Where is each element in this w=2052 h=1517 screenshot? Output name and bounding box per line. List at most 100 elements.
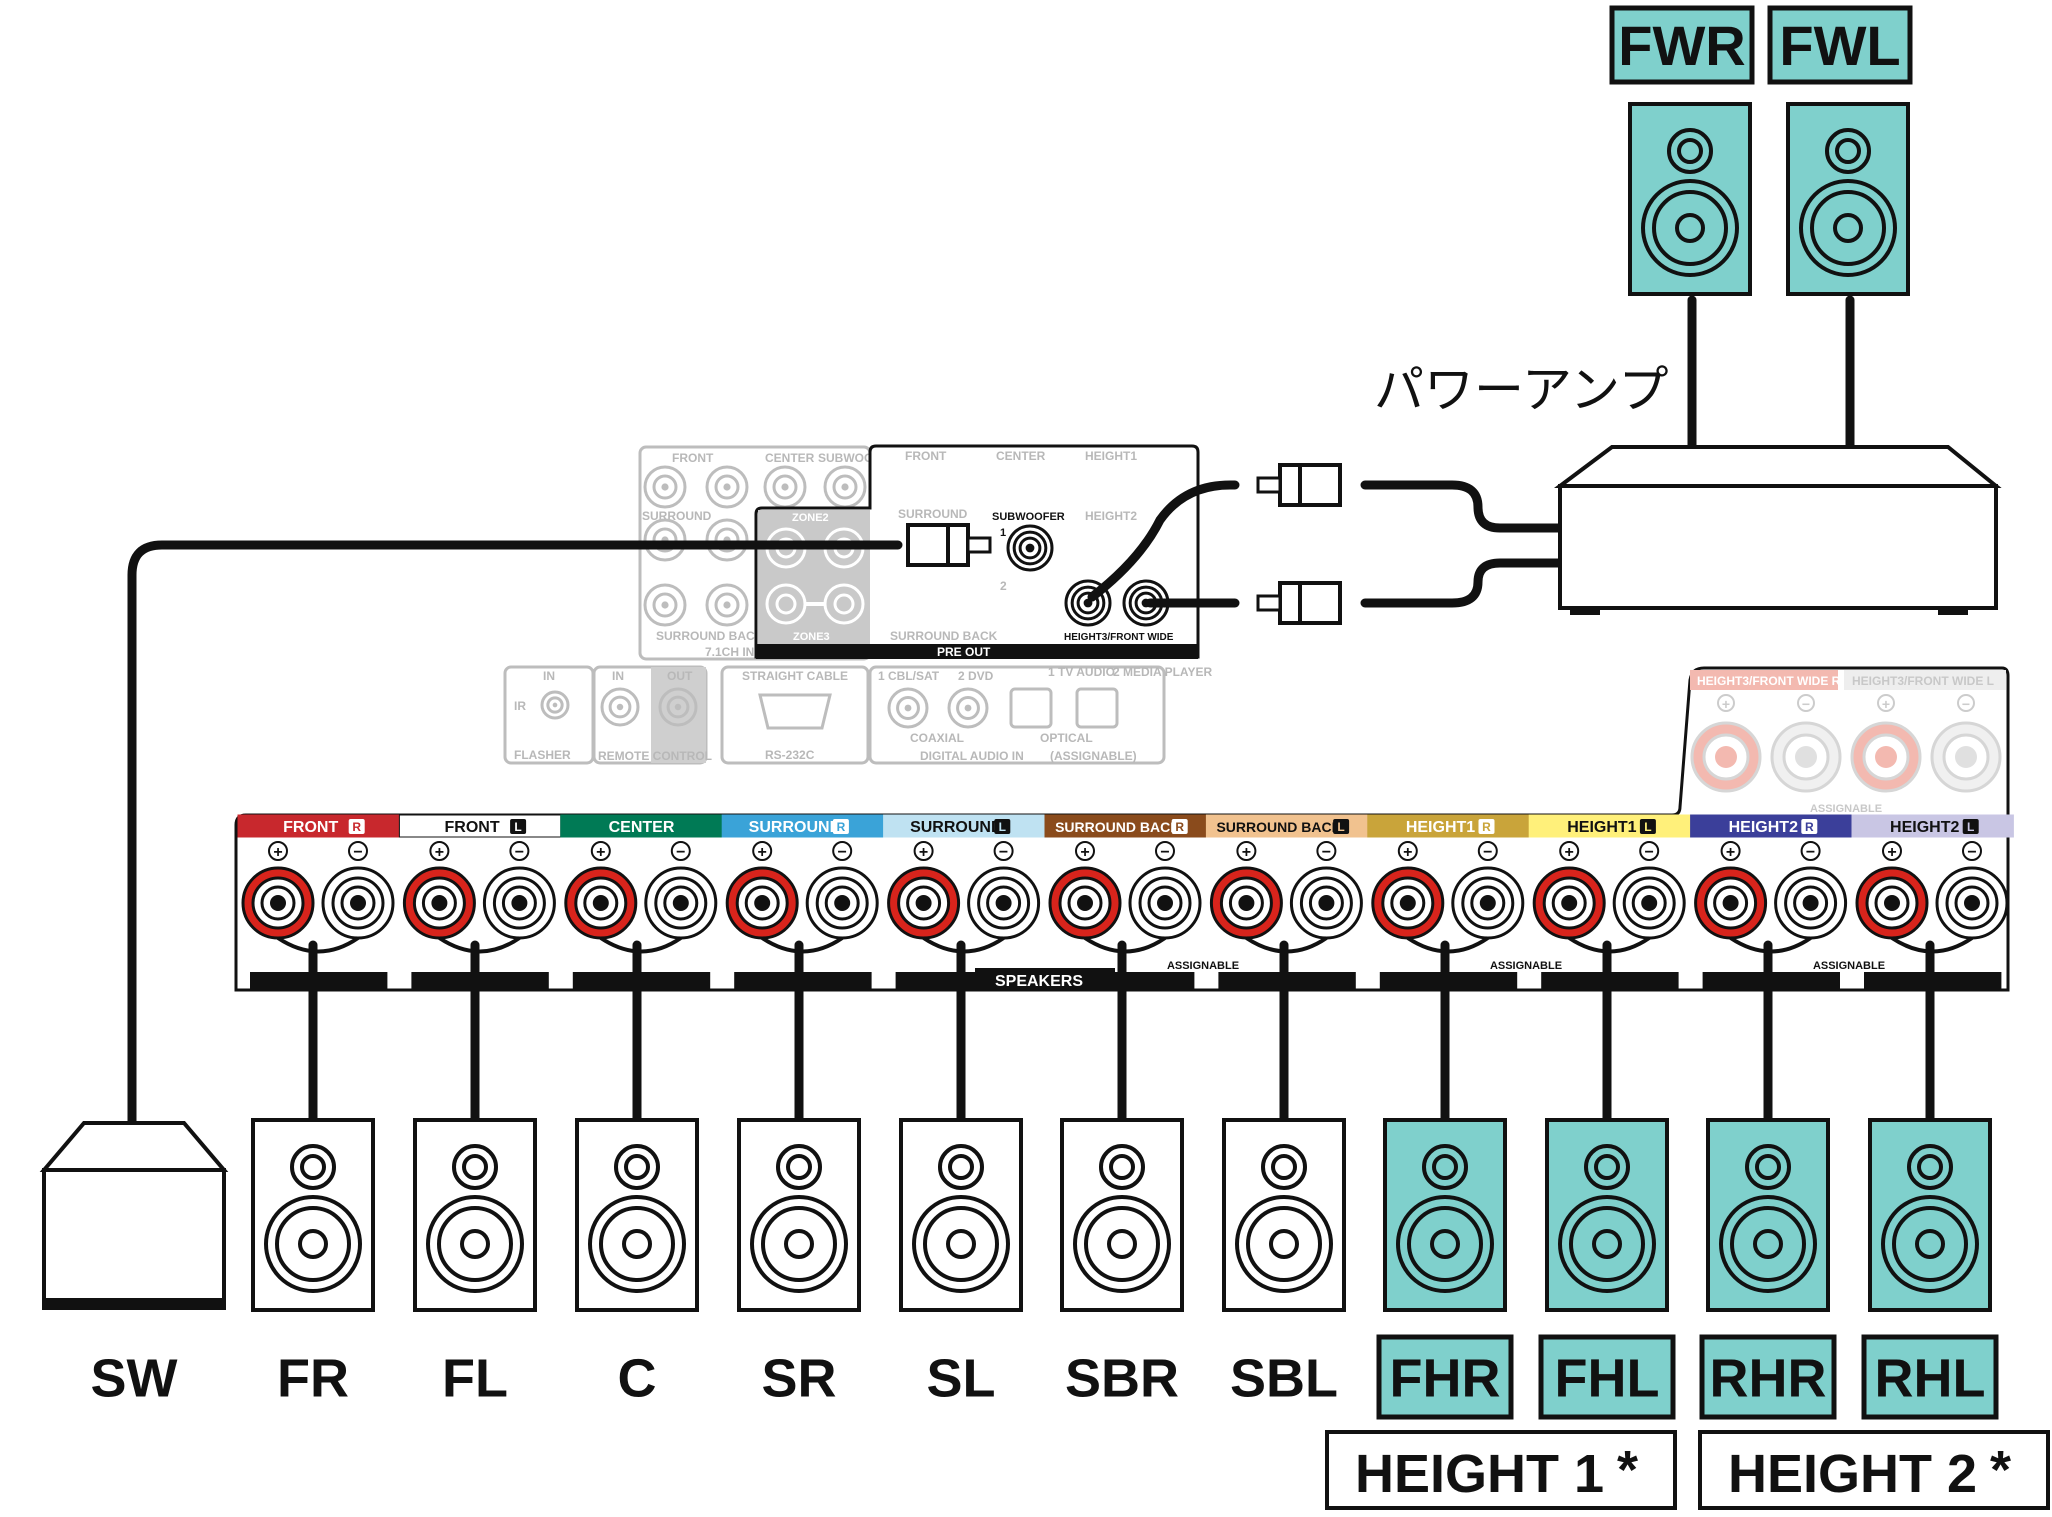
ghost-dig-coaxial: COAXIAL [910,731,964,745]
terminal-sign-text: + [1887,844,1896,861]
ghost-dig-optical [1075,687,1119,729]
amp-front [1558,484,1998,610]
preout-sb-label: SURROUND BACK [890,629,998,643]
speaker-label-fr-text: FR [277,1348,349,1408]
speaker-sl [899,1118,1023,1312]
speaker-label-fhl: FHL [1538,1334,1676,1420]
subwoofer-rca-plug-tip [966,536,992,554]
subwoofer-cable [127,540,903,1130]
terminal-sign [429,841,450,861]
terminal-sign-text: + [273,844,282,861]
speaker-label-sl: SL [926,1348,995,1408]
channel-header-label-3: SURROUND [749,819,841,836]
upper-header-l [1844,670,2006,690]
channel-header-label-2: CENTER [609,819,675,836]
speaker-label-fhr: FHR [1376,1334,1514,1420]
preout-height2-label: HEIGHT2 [1085,509,1137,523]
channel-side-badge-9 [1801,819,1818,834]
speaker-label-fhl-box [1538,1334,1676,1420]
speaker-label-fl: FL [442,1348,508,1408]
speaker-fl [413,1118,537,1312]
terminal-core [350,895,366,911]
ghost-dig-cbl: 1 CBL/SAT [878,669,940,683]
channel-header-label-9: HEIGHT2 [1729,819,1798,836]
amp-top [1554,445,2002,488]
terminal-sign-text: − [999,844,1008,861]
terminal-sign-text: + [1242,844,1251,861]
preout-subwoofer1-jack [1018,536,1042,560]
channel-side-text-1: L [514,820,521,834]
height-group-label: HEIGHT 1 [1355,1444,1604,1504]
speaker-sbl-woofer [1269,1229,1299,1259]
speaker-sbr-woofer [1107,1229,1137,1259]
ghost-71-jack [705,465,749,509]
ghost-rs232c-title: RS-232C [765,748,815,762]
channel-side-badge-5 [1171,819,1188,834]
terminal-sign-text: − [353,844,362,861]
ghost-flasher-ir: IR [514,699,526,713]
ghost-remote-jack [600,687,640,727]
fwr-cable-to-preout [1087,480,1240,602]
channel-header-label-1: FRONT [445,819,500,836]
assignable-label: ASSIGNABLE [1490,960,1562,972]
terminal-core [511,895,528,911]
channel-side-text-6: L [1337,820,1344,834]
channel-side-badge-10 [1962,819,1979,834]
terminal-core [1884,895,1900,911]
terminal-sign [670,841,691,861]
terminal-sign-text: + [435,844,444,861]
speaker-fwr-woofer [1675,213,1705,243]
speaker-label-fwl-box [1767,5,1913,85]
ghost-71-center-label: CENTER [765,451,815,465]
channel-header-label-8: HEIGHT1 [1567,819,1636,836]
ghost-71-jack [841,483,849,491]
terminal-sign-text: − [515,844,524,861]
ghost-remote-title: REMOTE CONTROL [598,749,712,763]
ghost-flasher-in: IN [543,669,555,683]
ghost-dig-coax-jack [964,704,972,712]
terminal-sign-text: + [1080,844,1089,861]
terminal-sign-text: − [1322,844,1331,861]
assignable-bg [1143,957,1263,972]
upper-sign [1877,694,1895,712]
terminal-core [592,895,609,911]
terminal-sign-text: + [919,844,928,861]
fwr-cable-to-amp [1360,480,1567,533]
fwl-rca-plug-tip [1256,594,1282,612]
speaker-label-rhr-text: RHR [1710,1348,1827,1408]
terminal-core [1964,895,1980,911]
ghost-remote-jack [666,695,690,719]
ghost-dig-media: 2 MEDIA PLAYER [1113,665,1212,679]
speaker-label-rhl: RHL [1861,1334,1999,1420]
ghost-dig-coax-jack [947,687,989,729]
ghost-71-jack [723,483,731,491]
speaker-sl-woofer [946,1229,976,1259]
terminal-sign-text: + [1565,844,1574,861]
channel-side-badge-3 [832,819,849,834]
upper-terminal [1715,746,1737,768]
ghost-71-surround-label: SURROUND [642,509,712,523]
speaker-rhr-tweeter [1755,1154,1781,1180]
ghost-71-sb-label: SURROUND BACK [656,629,764,643]
ghost-rs232c-frame [720,665,870,765]
speaker-label-rhl-text: RHL [1875,1348,1986,1408]
ghost-71-jack [652,474,678,500]
fwr-rca-plug-body [1278,463,1342,507]
terminal-sign [268,841,288,861]
channel-side-text-0: R [352,820,361,834]
channel-header-label-5: SURROUND BACK [1055,819,1180,835]
ghost-flasher-jack [546,696,564,714]
speaker-rhl-tweeter [1917,1154,1943,1180]
terminal-core [754,895,771,911]
ghost-71-title: 7.1CH IN [705,645,754,659]
terminal-core [1318,895,1335,911]
preout-height3-label: HEIGHT3/FRONT WIDE [1064,632,1174,643]
upper-sign-text: + [1882,696,1890,712]
ghost-71-jack [643,465,687,509]
ghost-dig-title: DIGITAL AUDIO IN [920,749,1024,763]
height-group-asterisk: * [1990,1440,2011,1500]
terminal-sign-text: − [838,844,847,861]
speaker-label-fhl-text: FHL [1555,1348,1660,1408]
ghost-remote-out-bg [651,667,706,763]
